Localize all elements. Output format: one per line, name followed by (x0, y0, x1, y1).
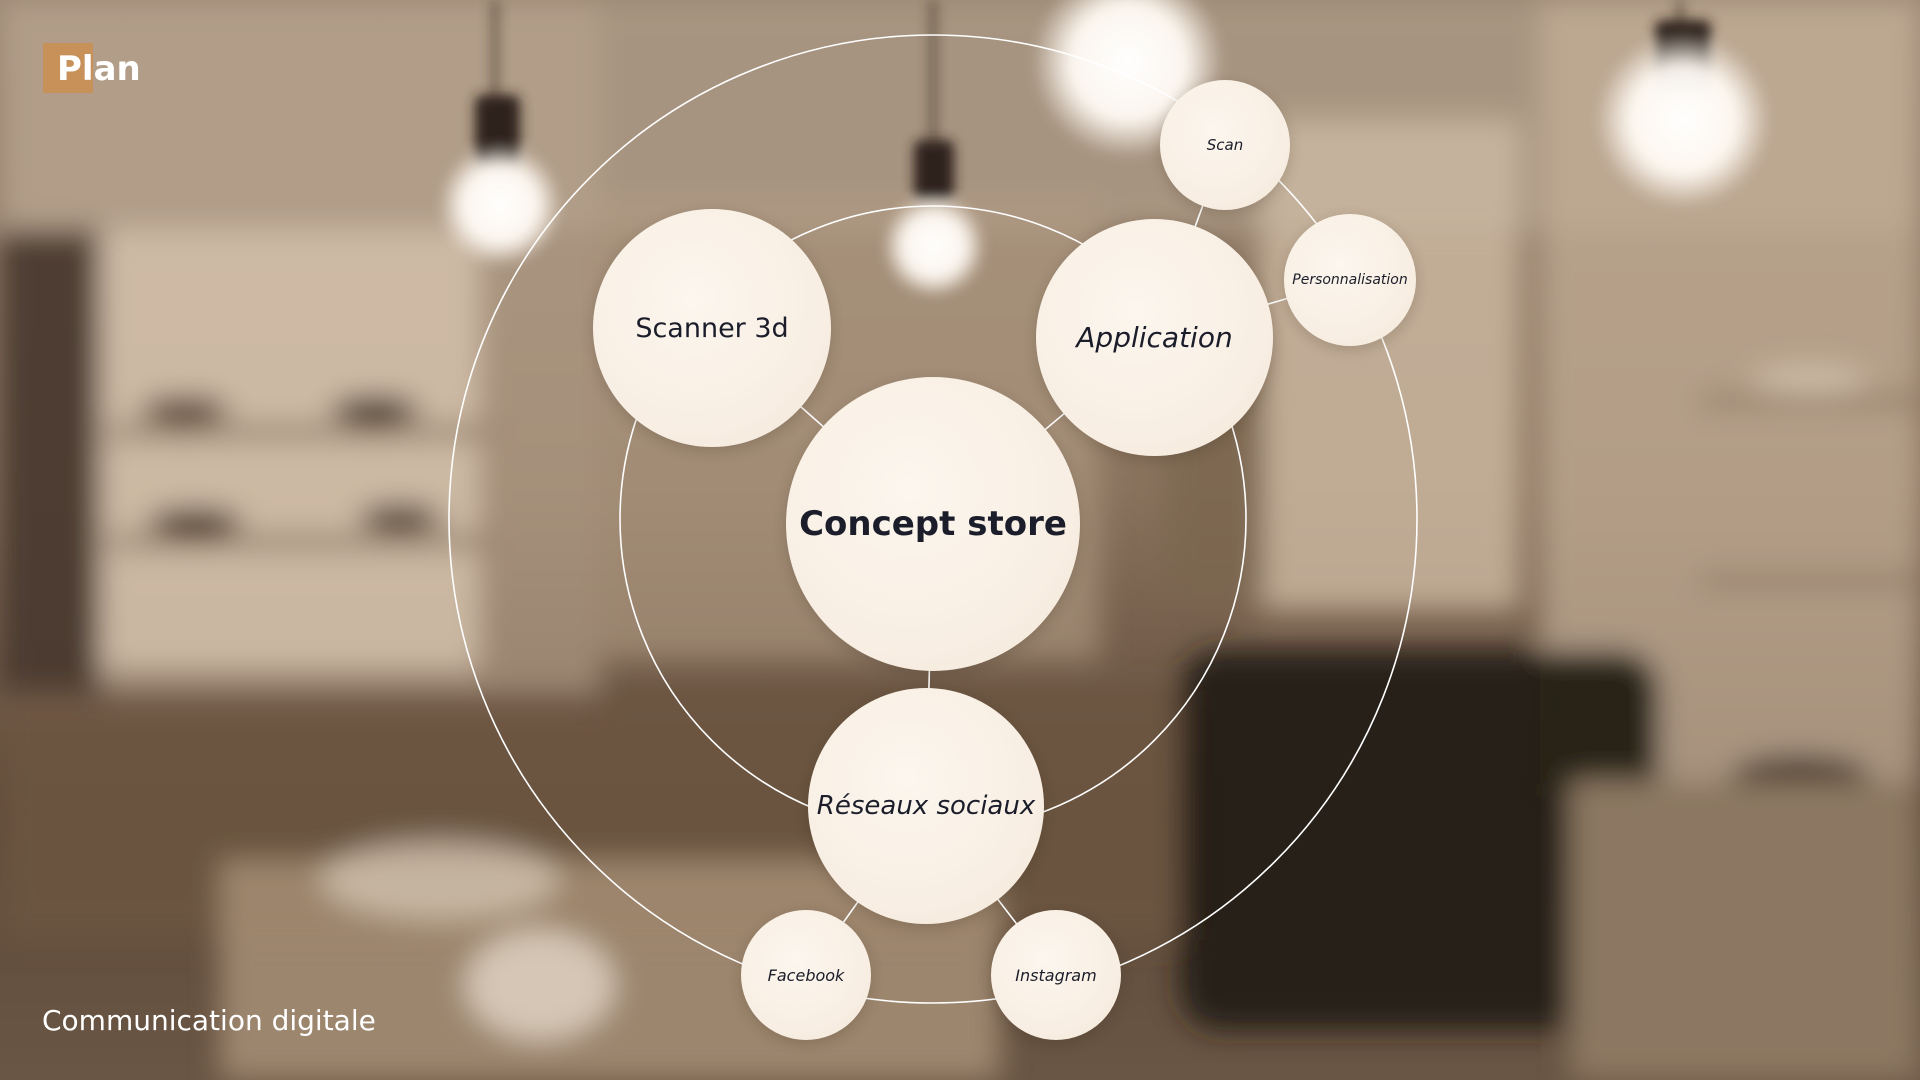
node-label: Personnalisation (1292, 272, 1408, 288)
node-label: Concept store (799, 504, 1067, 544)
node-personnalisation: Personnalisation (1284, 214, 1416, 346)
node-label: Application (1076, 321, 1233, 354)
node-facebook: Facebook (741, 910, 871, 1040)
node-application: Application (1036, 219, 1273, 456)
node-label: Réseaux sociaux (816, 791, 1036, 821)
outer-orbit-ring (448, 34, 1418, 1004)
node-label: Instagram (1015, 965, 1097, 985)
footer-caption: Communication digitale (42, 1004, 376, 1037)
node-label: Facebook (767, 965, 845, 985)
node-instagram: Instagram (991, 910, 1121, 1040)
node-scanner-3d: Scanner 3d (593, 209, 831, 447)
plan-accent-badge (43, 43, 93, 93)
node-scan: Scan (1160, 80, 1290, 210)
node-label: Scan (1206, 136, 1244, 154)
node-label: Scanner 3d (635, 312, 789, 344)
node-concept-store: Concept store (786, 377, 1080, 671)
node-reseaux-sociaux: Réseaux sociaux (808, 688, 1044, 924)
page-title: Plan (57, 49, 141, 89)
